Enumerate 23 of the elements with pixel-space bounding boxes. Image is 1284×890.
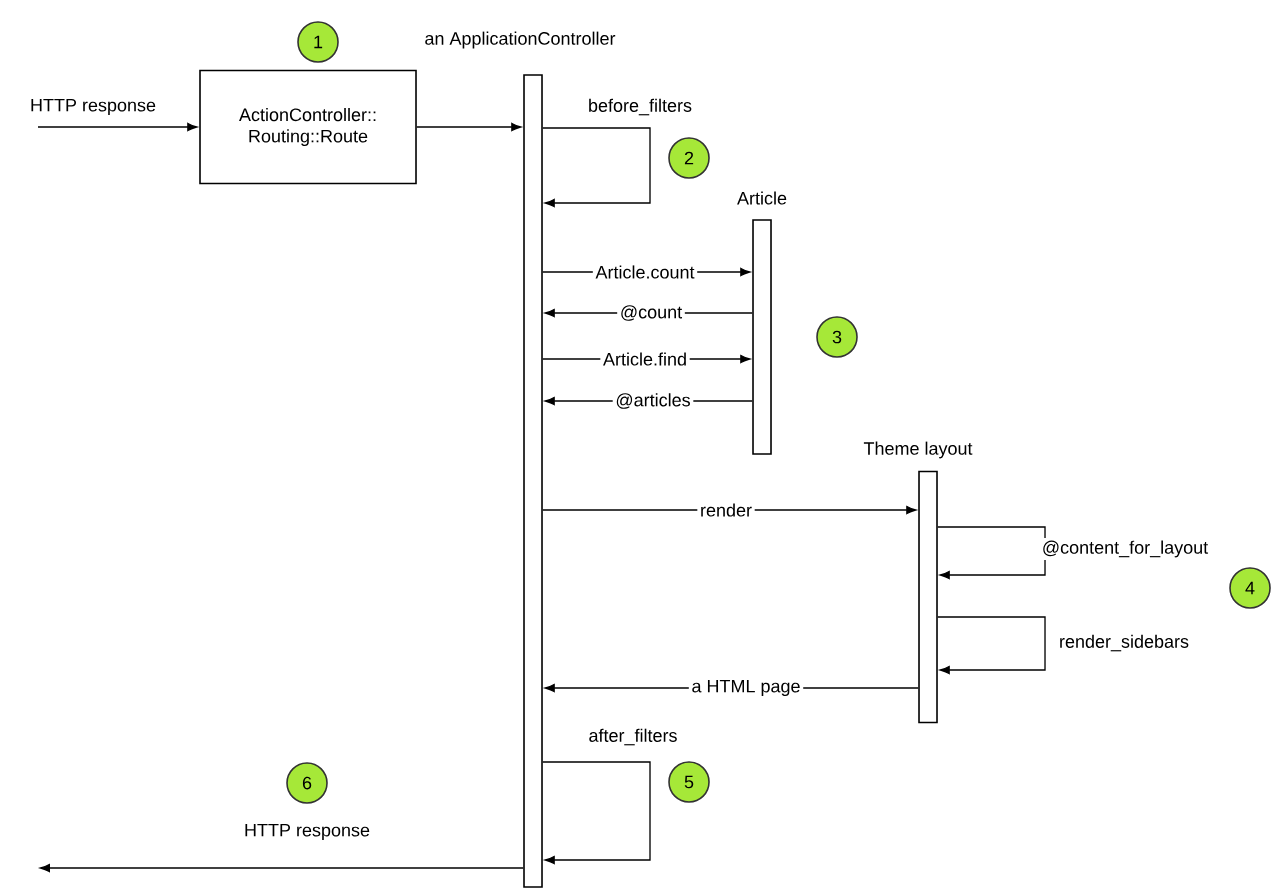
arrow xyxy=(542,127,651,208)
lifeline-header: Theme layout xyxy=(863,441,973,459)
arrow xyxy=(542,761,651,865)
edge-label: render xyxy=(697,500,755,520)
edge-label: Article.find xyxy=(600,349,690,369)
arrow xyxy=(937,526,1046,580)
edge-label: Article.count xyxy=(592,262,698,282)
process-box: ActionController:: Routing::Route xyxy=(199,69,417,185)
arrow xyxy=(937,616,1046,675)
edge-label: HTTP response xyxy=(31,98,156,116)
edge-label: after_filters xyxy=(589,728,677,746)
lifeline-header: Article xyxy=(737,191,787,205)
edge-label: HTTP response xyxy=(245,823,370,841)
edge-label: @content_for_layout xyxy=(1039,537,1211,561)
arrow xyxy=(40,863,524,873)
edge-label: a HTML page xyxy=(688,677,804,699)
edge-label: before_filters xyxy=(589,98,692,116)
arrow xyxy=(416,122,522,132)
arrow xyxy=(37,122,198,132)
edge-label: @articles xyxy=(612,390,694,412)
edge-label: render_sidebars xyxy=(1056,632,1192,654)
lifeline-header: an ApplicationController xyxy=(425,31,616,49)
edge-label: @count xyxy=(617,302,685,324)
